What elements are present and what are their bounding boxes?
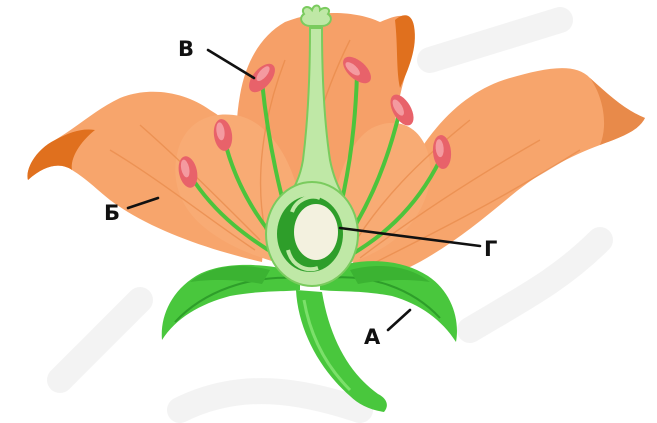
leader-v: [208, 50, 254, 78]
leader-a: [388, 310, 410, 330]
label-v: В: [178, 37, 194, 61]
stigma: [301, 6, 331, 27]
label-b: Б: [104, 201, 120, 225]
ovule: [294, 204, 338, 260]
label-g: Г: [484, 237, 497, 261]
label-a: А: [364, 325, 381, 349]
